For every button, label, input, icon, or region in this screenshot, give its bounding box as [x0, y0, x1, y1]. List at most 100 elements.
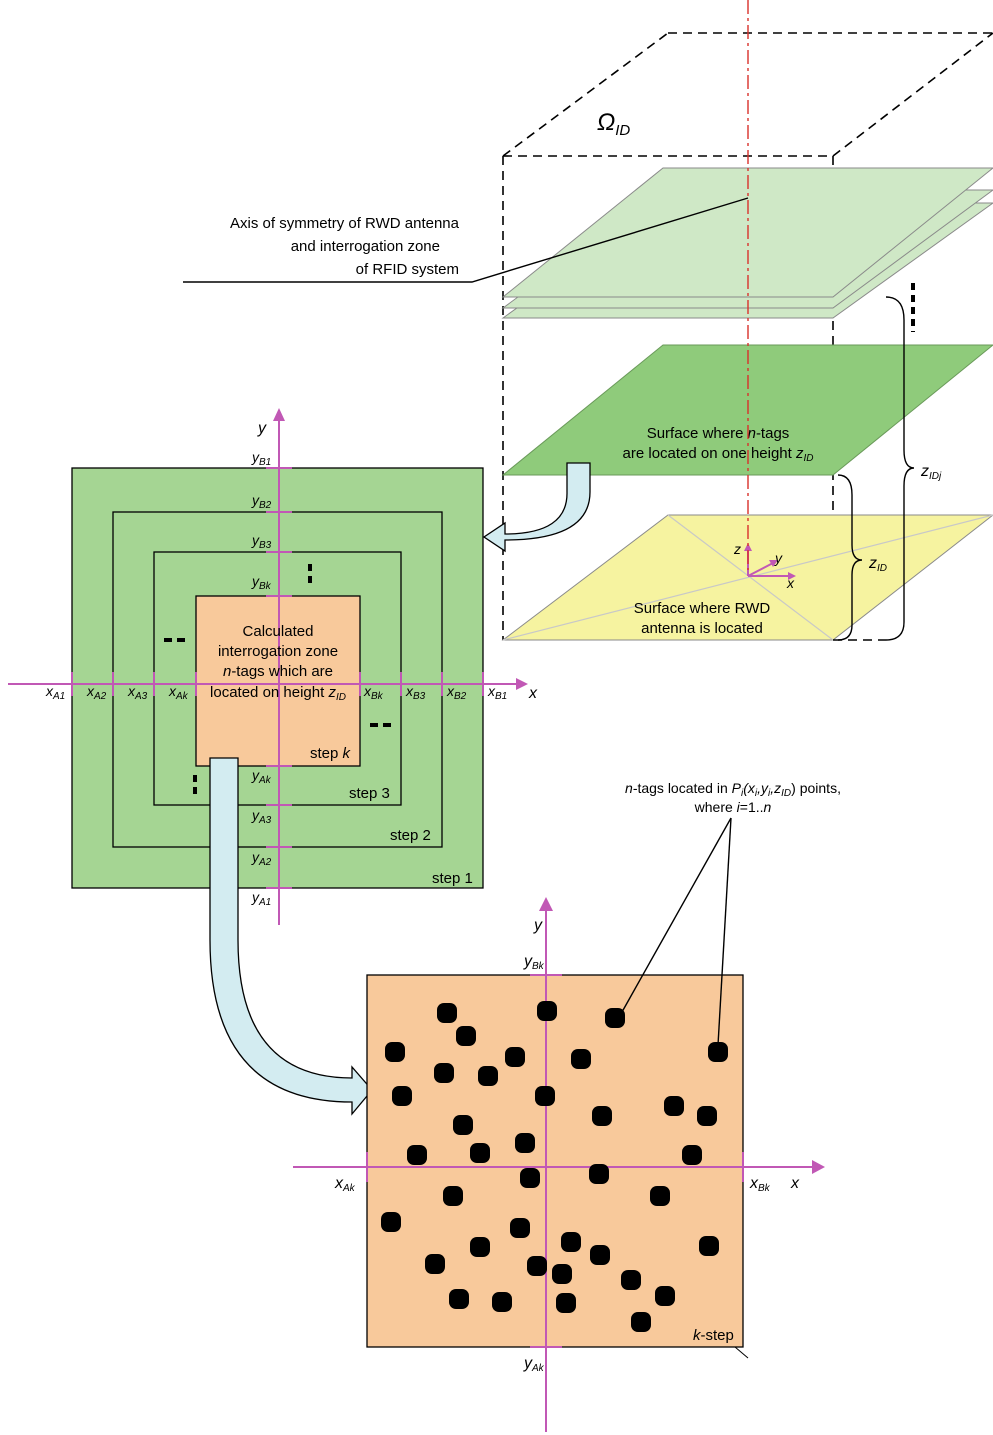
zones-diagram: x y xA1 xA2 xA3 xAk xBk xB3 xB2 xB1 yB1 … [8, 408, 591, 925]
svg-text:are located on one height zID: are located on one height zID [623, 445, 814, 464]
tag-dot [699, 1236, 719, 1256]
tag-dot [697, 1106, 717, 1126]
tick-xB2: xB2 [446, 683, 467, 702]
tick-xB1: xB1 [487, 683, 507, 702]
tag-dot [589, 1164, 609, 1184]
symmetry-line3: of RFID system [356, 261, 459, 278]
tag-dot [449, 1289, 469, 1309]
tick-xA1: xA1 [45, 683, 65, 702]
small-axis-y: y [774, 550, 783, 566]
tag-dot [592, 1106, 612, 1126]
tag-dot [385, 1042, 405, 1062]
tags-surface-line1-n: n [748, 425, 756, 442]
rwd-surface-line1: Surface where RWD [634, 600, 771, 617]
small-axis-z: z [733, 541, 741, 557]
step-3-label: step 3 [349, 785, 390, 802]
tag-dot [655, 1286, 675, 1306]
tag-dot [605, 1008, 625, 1028]
zid-label: zID [868, 555, 887, 574]
tags-surface-line1-b: -tags [756, 425, 789, 442]
kstep-y-axis-label: y [533, 917, 543, 934]
tag-dot [470, 1237, 490, 1257]
tick-yAk: yAk [251, 767, 272, 786]
tag-dot [453, 1115, 473, 1135]
tag-dot [478, 1066, 498, 1086]
height-brackets: zID zIDj [833, 283, 942, 641]
tag-dots [381, 1001, 728, 1332]
center-line3: n-tags which are [223, 663, 333, 680]
tick-yA3: yA3 [251, 807, 272, 826]
tick-xAk: xAk [168, 683, 189, 702]
tick-yBk: yBk [251, 573, 272, 592]
tag-dot [515, 1133, 535, 1153]
tag-dot [425, 1254, 445, 1274]
kstep-x-right: xBk [749, 1175, 771, 1194]
tag-dot [492, 1292, 512, 1312]
tags-surface-line2-sub: ID [803, 453, 813, 464]
tag-dot [392, 1086, 412, 1106]
small-axis-x: x [786, 575, 795, 591]
tag-dot [561, 1232, 581, 1252]
tag-dot [571, 1049, 591, 1069]
projection-arrow [482, 462, 591, 553]
tag-dot [520, 1168, 540, 1188]
kstep-diagram: x y xAk xBk yBk yAk k-step [293, 897, 825, 1432]
center-line2: interrogation zone [218, 643, 338, 660]
step-2-label: step 2 [390, 827, 431, 844]
tick-xB3: xB3 [405, 683, 426, 702]
tag-dot [537, 1001, 557, 1021]
tag-dot [590, 1245, 610, 1265]
step-k-label: step k [310, 745, 352, 762]
tick-yB3: yB3 [251, 532, 272, 551]
tags-surface-line2-z: z [795, 445, 804, 462]
tag-dot [505, 1047, 525, 1067]
kstep-y-bottom: yAk [523, 1355, 545, 1374]
center-line4: located on height zID [210, 684, 346, 703]
tag-dot [443, 1186, 463, 1206]
kstep-x-left: xAk [334, 1175, 356, 1194]
rwd-surface-plane: Surface where RWD antenna is located z y… [501, 514, 993, 641]
kstep-x-axis-label: x [790, 1175, 800, 1192]
svg-text:Surface where n-tags: Surface where n-tags [647, 425, 790, 442]
tag-dot [556, 1293, 576, 1313]
zones-y-axis-label: y [257, 420, 267, 437]
step-1-label: step 1 [432, 870, 473, 887]
tick-xBk: xBk [363, 683, 384, 702]
volume-label: ΩID [597, 109, 630, 139]
tag-dot [552, 1264, 572, 1284]
tag-dot [682, 1145, 702, 1165]
tick-yB1: yB1 [251, 449, 271, 468]
kstep-y-top: yBk [523, 953, 545, 972]
tag-dot [650, 1186, 670, 1206]
symmetry-line2: and interrogation zone [291, 238, 440, 255]
rwd-surface-line2: antenna is located [641, 620, 763, 637]
tag-dot [664, 1096, 684, 1116]
tick-yB2: yB2 [251, 492, 272, 511]
tags-surface-line1-a: Surface where [647, 425, 748, 442]
tag-dot [527, 1256, 547, 1276]
center-line1: Calculated [243, 623, 314, 640]
small-3d-axes: z y x [733, 541, 796, 591]
tick-xA2: xA2 [86, 683, 107, 702]
tag-dot [437, 1003, 457, 1023]
tick-yA2: yA2 [251, 849, 272, 868]
tags-callout: n-tags located in Pi(xi,yi,zID) points, … [621, 780, 841, 1046]
tag-dot [708, 1042, 728, 1062]
tag-dot [631, 1312, 651, 1332]
tags-callout-line1: n-tags located in Pi(xi,yi,zID) points, [625, 780, 841, 799]
tags-callout-line2: where i=1..n [694, 799, 772, 815]
tag-dot [621, 1270, 641, 1290]
tag-dot [456, 1026, 476, 1046]
zones-x-axis-label: x [528, 685, 538, 702]
tag-dot [381, 1212, 401, 1232]
zidj-label: zIDj [920, 463, 942, 482]
tick-yA1: yA1 [251, 889, 271, 908]
tick-xA3: xA3 [127, 683, 148, 702]
tag-dot [535, 1086, 555, 1106]
tags-surface-line2-a: are located on one height [623, 445, 796, 462]
tag-dot [434, 1063, 454, 1083]
symmetry-callout: Axis of symmetry of RWD antenna and inte… [183, 197, 749, 283]
symmetry-line1: Axis of symmetry of RWD antenna [230, 215, 460, 232]
